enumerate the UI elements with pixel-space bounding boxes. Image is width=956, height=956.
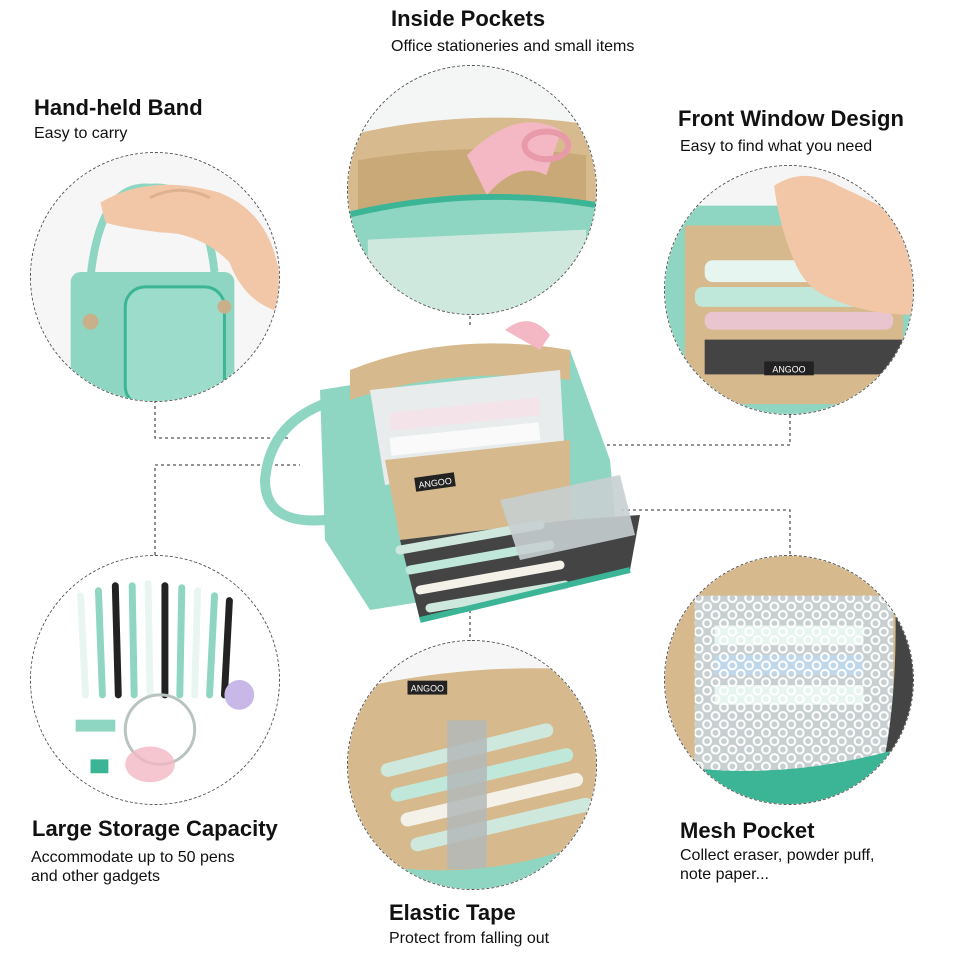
front-window-subtitle: Easy to find what you need	[680, 138, 873, 155]
front-window-title: Front Window Design	[678, 106, 904, 131]
inside-pockets-photo	[347, 65, 597, 315]
hand-held-band-title: Hand-held Band	[34, 95, 203, 120]
inside-pockets-subtitle: Office stationeries and small items	[391, 38, 635, 55]
front-window-photo: ANGOO	[664, 165, 914, 415]
brand-label-2: ANGOO	[411, 684, 444, 694]
mesh-pocket-title: Mesh Pocket	[680, 818, 815, 843]
mesh-pocket-subtitle: Collect eraser, powder puff, note paper.…	[680, 847, 875, 883]
inside-pockets-title: Inside Pockets	[391, 6, 546, 31]
large-storage-title: Large Storage Capacity	[32, 816, 278, 841]
elastic-tape-title: Elastic Tape	[389, 900, 516, 925]
brand-label-3: ANGOO	[418, 476, 453, 491]
pencil-case-product: ANGOO	[250, 310, 650, 640]
large-storage-photo	[30, 555, 280, 805]
hand-held-band-photo	[30, 152, 280, 402]
elastic-tape-subtitle: Protect from falling out	[389, 930, 550, 947]
elastic-tape-photo: ANGOO	[347, 640, 597, 890]
mesh-pocket-photo	[664, 555, 914, 805]
large-storage-subtitle: Accommodate up to 50 pens and other gadg…	[31, 849, 235, 885]
brand-label: ANGOO	[772, 364, 805, 374]
hand-held-band-subtitle: Easy to carry	[34, 125, 128, 142]
